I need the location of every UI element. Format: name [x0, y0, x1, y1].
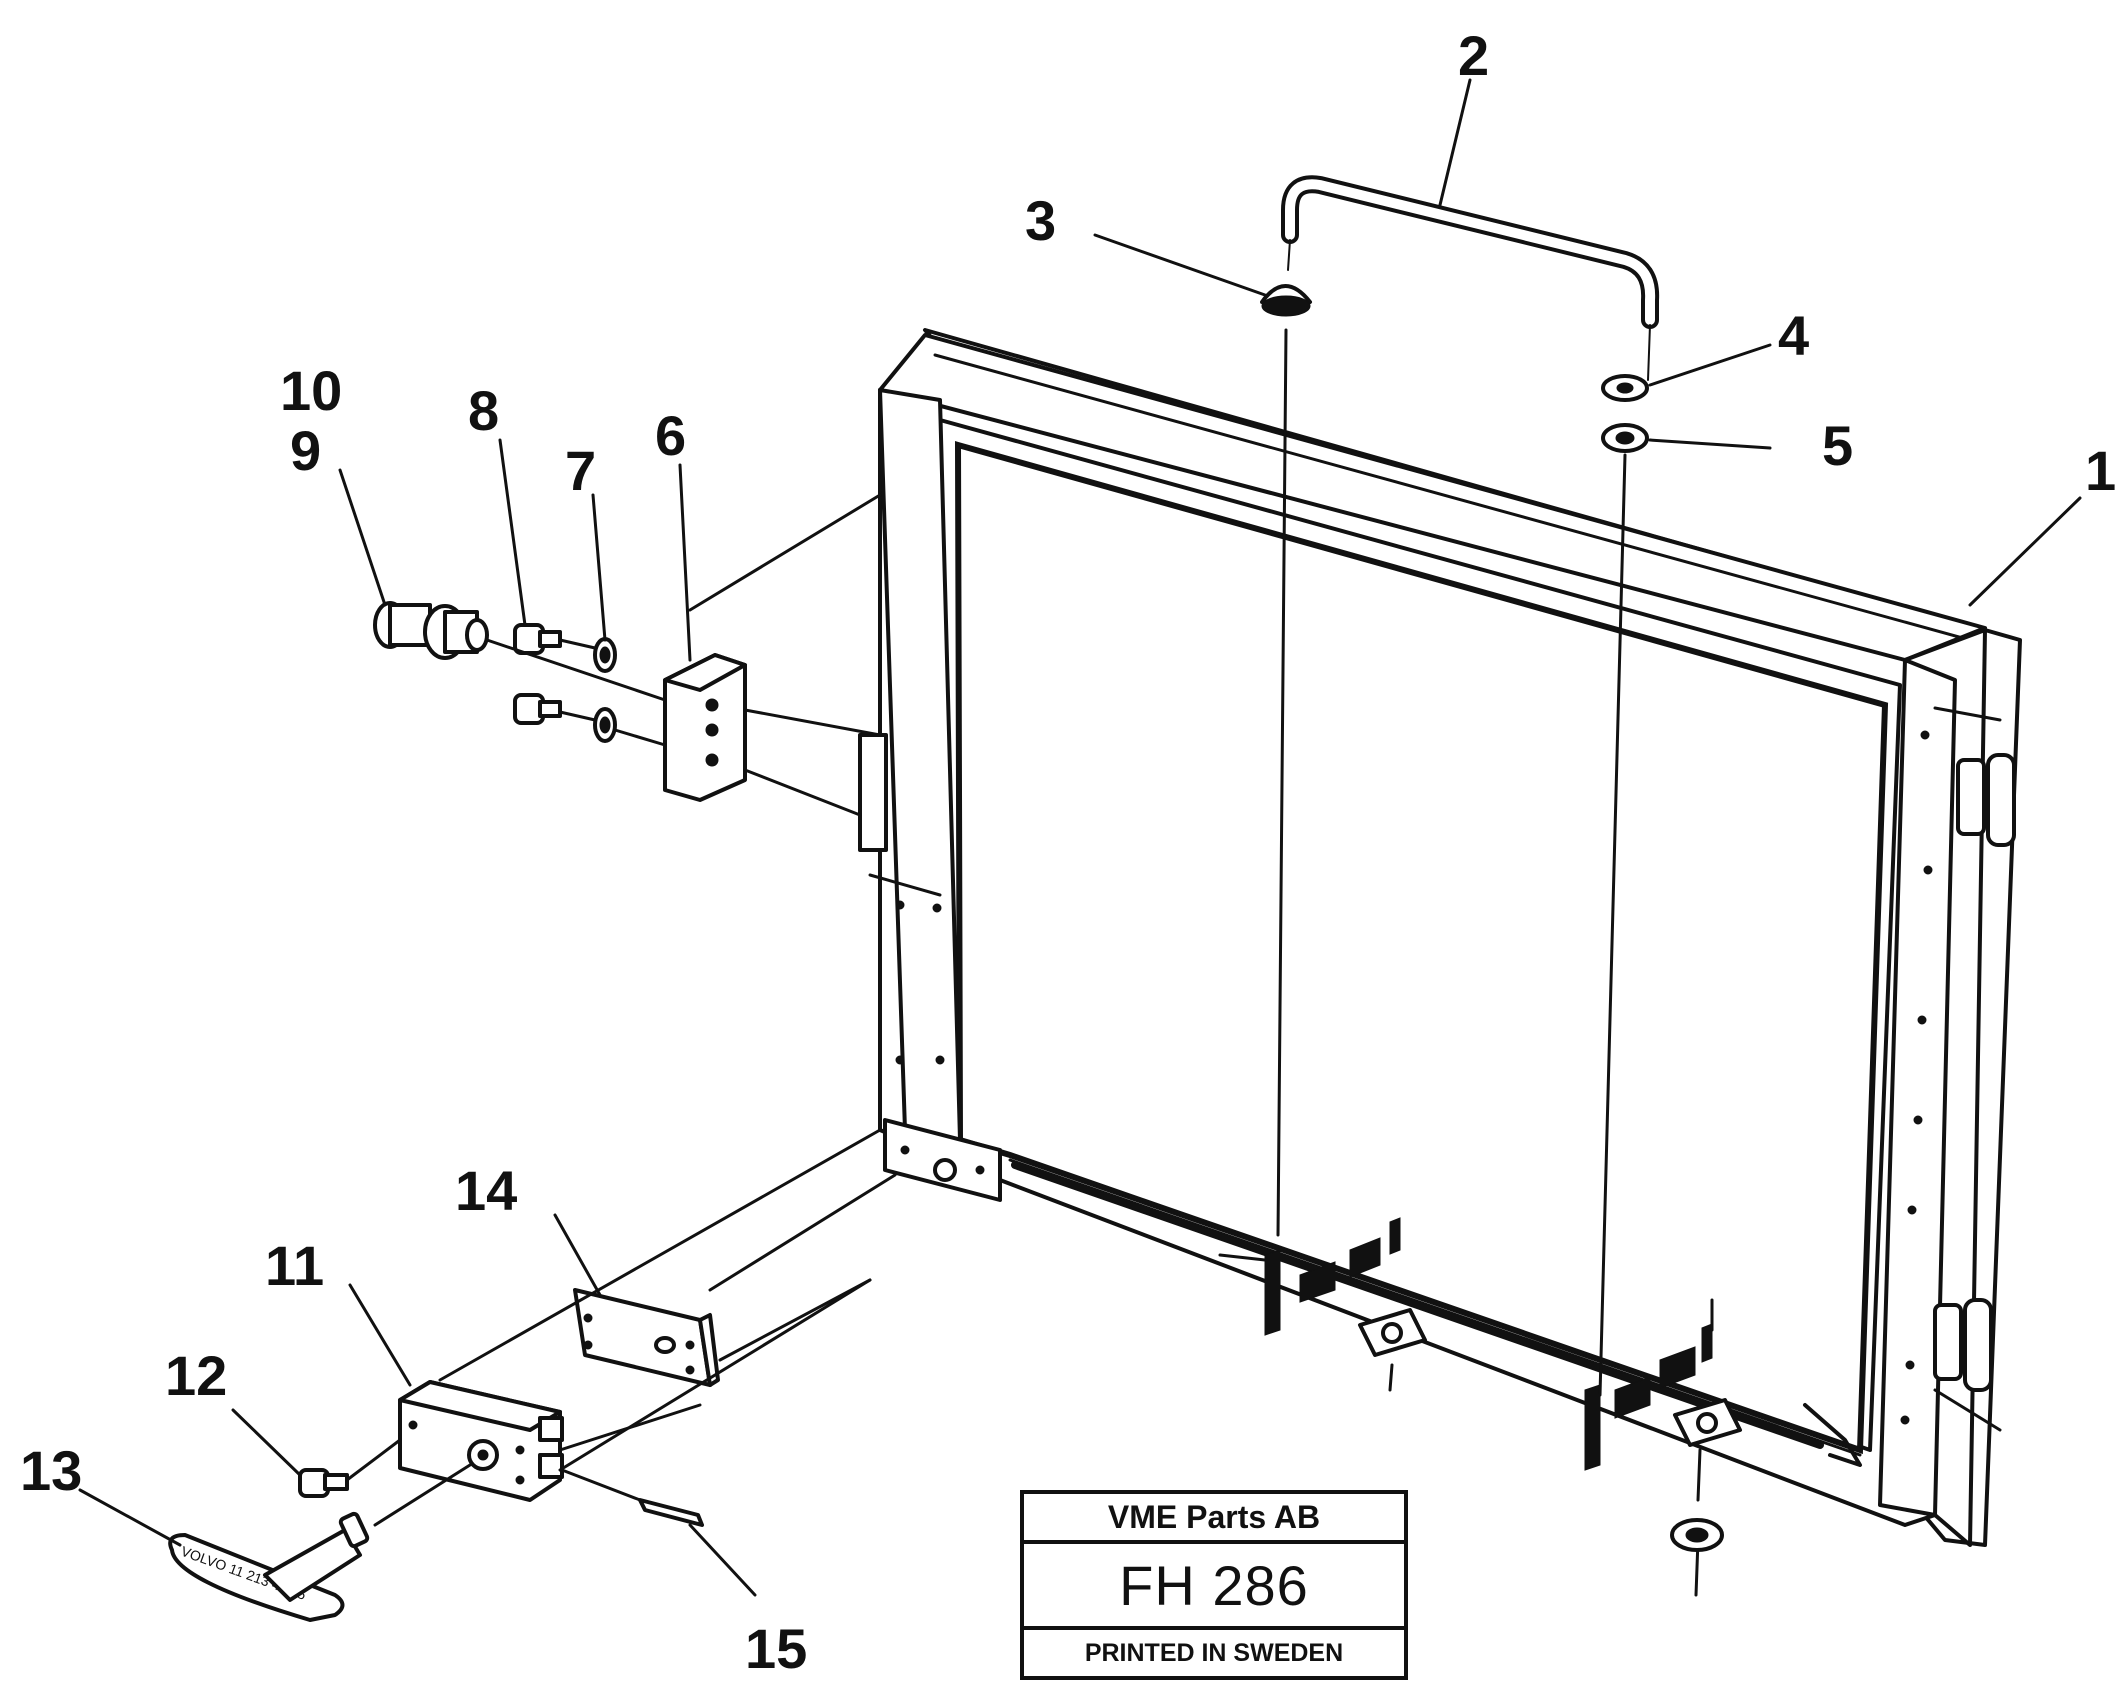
leader-lines: [78, 78, 2082, 1597]
callout-5: 5: [1822, 414, 1853, 477]
callout-13: 13: [20, 1439, 82, 1502]
part-7-washers: [593, 637, 617, 743]
callout-1: 1: [2085, 439, 2116, 502]
callout-11: 11: [265, 1234, 324, 1297]
part-15-pin: [560, 1468, 704, 1527]
part-3-knob: [1260, 284, 1312, 1237]
callout-8: 8: [468, 379, 499, 442]
part-11-lock-block: [398, 1380, 564, 1502]
title-block: VME Parts AB FH 286 PRINTED IN SWEDEN: [1020, 1490, 1408, 1680]
part-4-washer: [1601, 374, 1649, 402]
explode-lines: [438, 706, 2002, 1597]
part-14-plate: [573, 1288, 720, 1387]
part-6-block: [663, 493, 882, 817]
part-2-handle: [1281, 175, 1660, 381]
callout-6: 6: [655, 404, 686, 467]
callout-4: 4: [1778, 304, 1809, 367]
callout-14: 14: [455, 1159, 517, 1222]
part-12-screw: [298, 1438, 402, 1498]
title-block-code: FH 286: [1024, 1544, 1404, 1630]
bottom-washer: [1670, 1518, 1724, 1552]
part-1-frame: [858, 328, 2022, 1547]
callout-9: 9: [290, 419, 321, 482]
title-block-company: VME Parts AB: [1024, 1494, 1404, 1544]
callout-10: 10: [280, 359, 342, 422]
callout-3: 3: [1025, 189, 1056, 252]
callout-15: 15: [745, 1617, 807, 1680]
part-8-screws: [513, 623, 667, 747]
callouts: 1 2 3 4 5 6 7 8 9 10 11 12 13 14 15: [20, 24, 2116, 1680]
part-5-nut: [1598, 423, 1649, 1397]
part-9-10-lock-cylinder: [373, 601, 667, 702]
callout-7: 7: [565, 439, 596, 502]
callout-2: 2: [1458, 24, 1489, 87]
title-block-printed: PRINTED IN SWEDEN: [1084, 1638, 1344, 1667]
callout-12: 12: [165, 1344, 227, 1407]
